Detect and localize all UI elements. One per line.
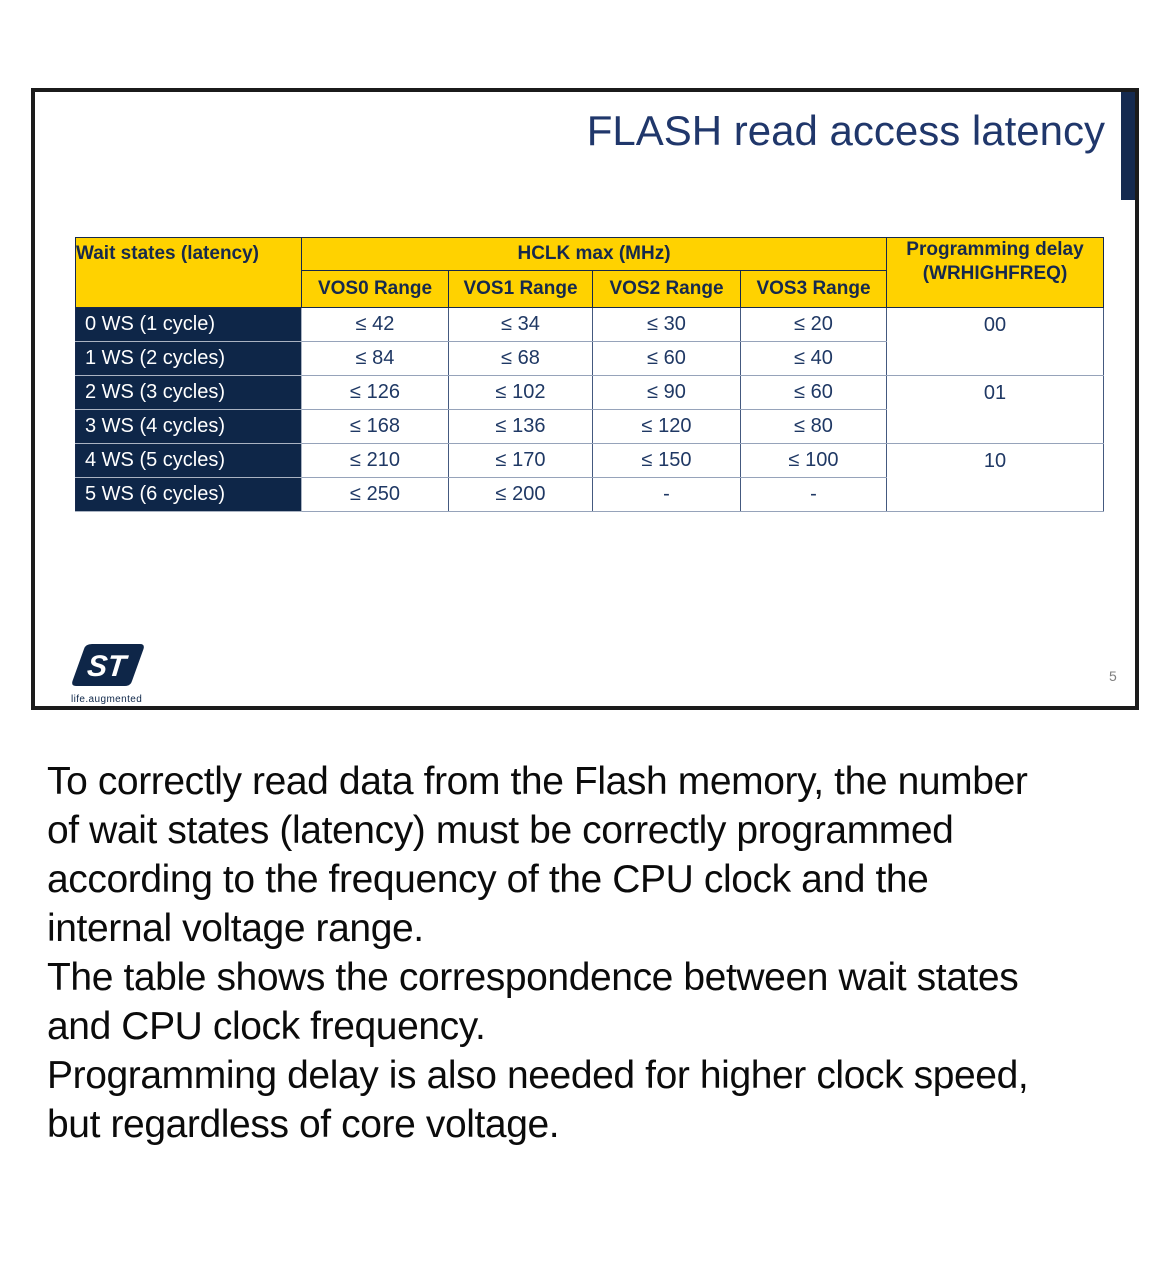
col-header-vos2: VOS2 Range: [592, 270, 741, 308]
row-label: 2 WS (3 cycles): [75, 375, 302, 410]
st-logo-icon: ST: [72, 644, 144, 686]
table-row: 2 WS (3 cycles) ≤ 126 ≤ 102 ≤ 90 ≤ 60 01: [75, 375, 1104, 444]
cell-vos3: -: [740, 477, 887, 512]
transcript-line: but regardless of core voltage.: [47, 1103, 560, 1146]
col-header-wait-states: Wait states (latency): [75, 237, 302, 308]
st-logo: ST life.augmented: [71, 643, 181, 705]
transcript-line: and CPU clock frequency.: [47, 1005, 486, 1048]
cell-vos1: ≤ 170: [448, 443, 593, 478]
transcript: To correctly read data from the Flash me…: [47, 757, 1162, 1149]
cell-vos1: ≤ 68: [448, 341, 593, 376]
row-label: 3 WS (4 cycles): [75, 409, 302, 444]
transcript-line: of wait states (latency) must be correct…: [47, 809, 954, 852]
row-label: 5 WS (6 cycles): [75, 477, 302, 512]
table-header-row-1: Wait states (latency) HCLK max (MHz) Pro…: [75, 237, 1104, 308]
transcript-line: according to the frequency of the CPU cl…: [47, 858, 929, 901]
transcript-line: The table shows the correspondence betwe…: [47, 956, 1019, 999]
cell-vos2: ≤ 90: [592, 375, 741, 410]
cell-vos2: -: [592, 477, 741, 512]
cell-vos3: ≤ 60: [740, 375, 887, 410]
col-header-vos1: VOS1 Range: [448, 270, 593, 308]
programming-delay-label-line1: Programming delay: [906, 239, 1084, 260]
transcript-line: To correctly read data from the Flash me…: [47, 760, 1028, 803]
slide-title: FLASH read access latency: [586, 107, 1105, 154]
table-row: 1 WS (2 cycles) ≤ 84 ≤ 68 ≤ 60 ≤ 40: [75, 341, 1104, 376]
st-logo-tagline: life.augmented: [71, 694, 143, 705]
table-row: 0 WS (1 cycle) ≤ 42 ≤ 34 ≤ 30 ≤ 20 00: [75, 307, 1104, 376]
cell-vos0: ≤ 210: [301, 443, 449, 478]
cell-vos3: ≤ 100: [740, 443, 887, 478]
cell-vos3: ≤ 80: [740, 409, 887, 444]
col-header-programming-delay: Programming delay (WRHIGHFREQ): [886, 237, 1104, 308]
cell-vos0: ≤ 84: [301, 341, 449, 376]
cell-vos1: ≤ 136: [448, 409, 593, 444]
cell-wrhighfreq: 00: [886, 307, 1104, 376]
col-header-hclk-max: HCLK max (MHz): [301, 237, 887, 271]
cell-vos1: ≤ 102: [448, 375, 593, 410]
table-row: 3 WS (4 cycles) ≤ 168 ≤ 136 ≤ 120 ≤ 80: [75, 409, 1104, 444]
row-label: 0 WS (1 cycle): [75, 307, 302, 342]
cell-vos3: ≤ 40: [740, 341, 887, 376]
transcript-line: Programming delay is also needed for hig…: [47, 1054, 1029, 1097]
cell-vos2: ≤ 60: [592, 341, 741, 376]
cell-vos2: ≤ 30: [592, 307, 741, 342]
programming-delay-label-line2: (WRHIGHFREQ): [922, 263, 1068, 284]
table-row: 5 WS (6 cycles) ≤ 250 ≤ 200 - -: [75, 477, 1104, 512]
latency-table: Wait states (latency) HCLK max (MHz) Pro…: [75, 237, 1104, 512]
cell-vos0: ≤ 42: [301, 307, 449, 342]
row-label: 1 WS (2 cycles): [75, 341, 302, 376]
cell-vos2: ≤ 150: [592, 443, 741, 478]
col-header-vos0: VOS0 Range: [301, 270, 449, 308]
cell-vos1: ≤ 34: [448, 307, 593, 342]
cell-wrhighfreq: 01: [886, 375, 1104, 444]
slide: FLASH read access latency Wait states (l…: [31, 88, 1139, 710]
slide-page-number: 5: [1109, 668, 1117, 684]
title-accent-bar: [1121, 92, 1135, 200]
cell-vos0: ≤ 168: [301, 409, 449, 444]
cell-vos0: ≤ 250: [301, 477, 449, 512]
transcript-line: internal voltage range.: [47, 907, 424, 950]
col-header-vos3: VOS3 Range: [740, 270, 887, 308]
cell-vos1: ≤ 200: [448, 477, 593, 512]
cell-vos2: ≤ 120: [592, 409, 741, 444]
cell-wrhighfreq: 10: [886, 443, 1104, 512]
cell-vos0: ≤ 126: [301, 375, 449, 410]
table-row: 4 WS (5 cycles) ≤ 210 ≤ 170 ≤ 150 ≤ 100 …: [75, 443, 1104, 512]
cell-vos3: ≤ 20: [740, 307, 887, 342]
svg-text:ST: ST: [86, 650, 130, 683]
table-header-row-2: VOS0 Range VOS1 Range VOS2 Range VOS3 Ra…: [76, 270, 1104, 308]
row-label: 4 WS (5 cycles): [75, 443, 302, 478]
